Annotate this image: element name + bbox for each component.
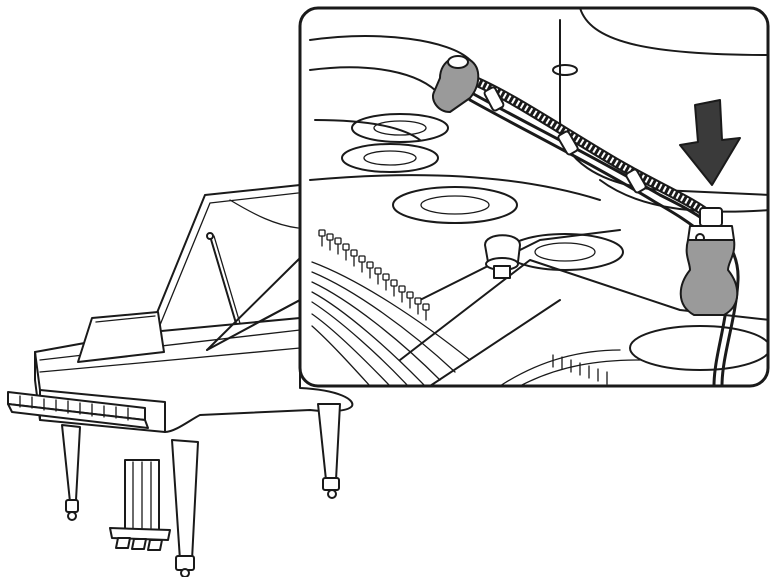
music-stand	[78, 312, 164, 362]
piano-legs	[62, 404, 340, 577]
detail-inset	[300, 8, 770, 386]
pedal-lyre	[110, 460, 170, 550]
